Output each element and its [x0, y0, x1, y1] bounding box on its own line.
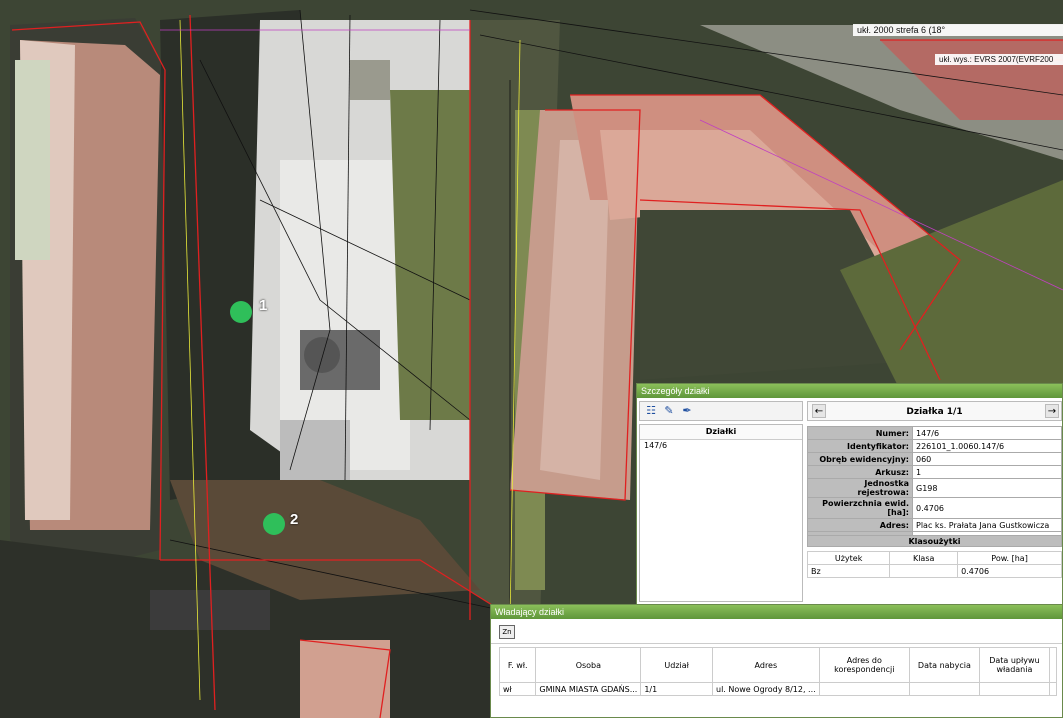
- prop-key: Obręb ewidencyjny:: [807, 452, 913, 466]
- locate-user-icon[interactable]: ☷: [646, 404, 656, 417]
- table-row: Identyfikator:226101_1.0060.147/6: [807, 439, 1062, 453]
- column-header: Użytek: [806, 551, 891, 565]
- parcel-details-panel: Szczegóły działki ☷ ✎ ✒ Działki 147/6 ← …: [636, 383, 1063, 605]
- table-row[interactable]: Bz 0.4706: [806, 564, 1062, 578]
- parcel-list: Działki 147/6: [639, 424, 803, 602]
- details-panel-title[interactable]: Szczegóły działki: [637, 384, 1062, 398]
- cell: ul. Nowe Ogrody 8/12, ...: [712, 682, 820, 696]
- prop-value: 147/6: [912, 426, 1062, 440]
- prop-value: G198: [912, 478, 1062, 498]
- owners-toolbar: Zn: [491, 619, 1062, 644]
- prop-key: Jednostka rejestrowa:: [807, 478, 913, 498]
- map-marker-2-label: 2: [290, 511, 299, 528]
- klasouzytki-header: Klasoużytki: [807, 535, 1062, 547]
- parcel-title: Działka 1/1: [906, 407, 963, 417]
- owners-panel: Władający działki Zn F. wł. Osoba Udział…: [490, 604, 1063, 718]
- column-header: Pow. [ha]: [957, 551, 1062, 565]
- column-header: Data nabycia: [908, 647, 980, 683]
- table-row: Arkusz:1: [807, 465, 1062, 479]
- details-toolbar: ☷ ✎ ✒: [639, 401, 803, 421]
- column-header: Data upływu władania: [978, 647, 1051, 683]
- column-header: Adres: [712, 647, 820, 683]
- map-marker-1-label: 1: [259, 297, 268, 314]
- prop-key: Identyfikator:: [807, 439, 913, 453]
- cell: 0.4706: [957, 564, 1062, 578]
- next-parcel-button[interactable]: →: [1045, 404, 1059, 418]
- list-item[interactable]: 147/6: [644, 441, 668, 450]
- cell: GMINA MIASTA GDAŃS...: [535, 682, 642, 696]
- prop-key: Adres:: [807, 518, 913, 532]
- edit-icon[interactable]: ✎: [664, 404, 674, 417]
- owners-panel-title[interactable]: Władający działki: [491, 605, 1062, 619]
- cell: Bz: [806, 564, 891, 578]
- table-row: Powierzchnia ewid. [ha]:0.4706: [807, 497, 1062, 519]
- prop-value: Plac ks. Prałata Jana Gustkowicza: [912, 518, 1062, 532]
- cell: 1/1: [640, 682, 713, 696]
- column-header: Adres do korespondencji: [818, 647, 910, 683]
- parcel-list-header: Działki: [640, 425, 802, 440]
- table-row: Adres:Plac ks. Prałata Jana Gustkowicza: [807, 518, 1062, 532]
- table-header-row: F. wł. Osoba Udział Adres Adres do kores…: [498, 647, 1057, 683]
- prev-parcel-button[interactable]: ←: [812, 404, 826, 418]
- cell: [889, 564, 959, 578]
- prop-key: Powierzchnia ewid. [ha]:: [807, 497, 913, 519]
- parcel-navigator: ← Działka 1/1 →: [807, 401, 1062, 421]
- parcel-properties-table: Numer:147/6 Identyfikator:226101_1.0060.…: [807, 426, 1062, 545]
- column-header: Udział: [640, 647, 713, 683]
- prop-value: 0.4706: [912, 497, 1062, 519]
- column-header: [1049, 647, 1057, 683]
- cell: [1049, 682, 1057, 696]
- map-marker-1[interactable]: [230, 301, 252, 323]
- prop-value: 060: [912, 452, 1062, 466]
- column-header: Osoba: [535, 647, 642, 683]
- klasouzytki-table: Użytek Klasa Pow. [ha] Bz 0.4706: [806, 551, 1062, 578]
- table-row: Obręb ewidencyjny:060: [807, 452, 1062, 466]
- column-header: F. wł.: [498, 647, 537, 683]
- table-row: Numer:147/6: [807, 426, 1062, 440]
- prop-key: Arkusz:: [807, 465, 913, 479]
- owners-table: F. wł. Osoba Udział Adres Adres do kores…: [498, 647, 1057, 696]
- cell: wł: [498, 682, 537, 696]
- height-system-label: ukł. wys.: EVRS 2007(EVRF200: [935, 54, 1063, 65]
- table-row: Jednostka rejestrowa:G198: [807, 478, 1062, 498]
- cell: [908, 682, 980, 696]
- prop-value: 1: [912, 465, 1062, 479]
- cell: [818, 682, 910, 696]
- prop-value: 226101_1.0060.147/6: [912, 439, 1062, 453]
- map-marker-2[interactable]: [263, 513, 285, 535]
- table-header-row: Użytek Klasa Pow. [ha]: [806, 551, 1062, 565]
- owners-toolbar-button[interactable]: Zn: [499, 625, 515, 639]
- pencil-icon[interactable]: ✒: [682, 404, 692, 417]
- coordinate-system-label: ukł. 2000 strefa 6 (18°: [853, 24, 1063, 36]
- table-row[interactable]: wł GMINA MIASTA GDAŃS... 1/1 ul. Nowe Og…: [498, 682, 1057, 696]
- column-header: Klasa: [889, 551, 959, 565]
- cell: [978, 682, 1051, 696]
- prop-key: Numer:: [807, 426, 913, 440]
